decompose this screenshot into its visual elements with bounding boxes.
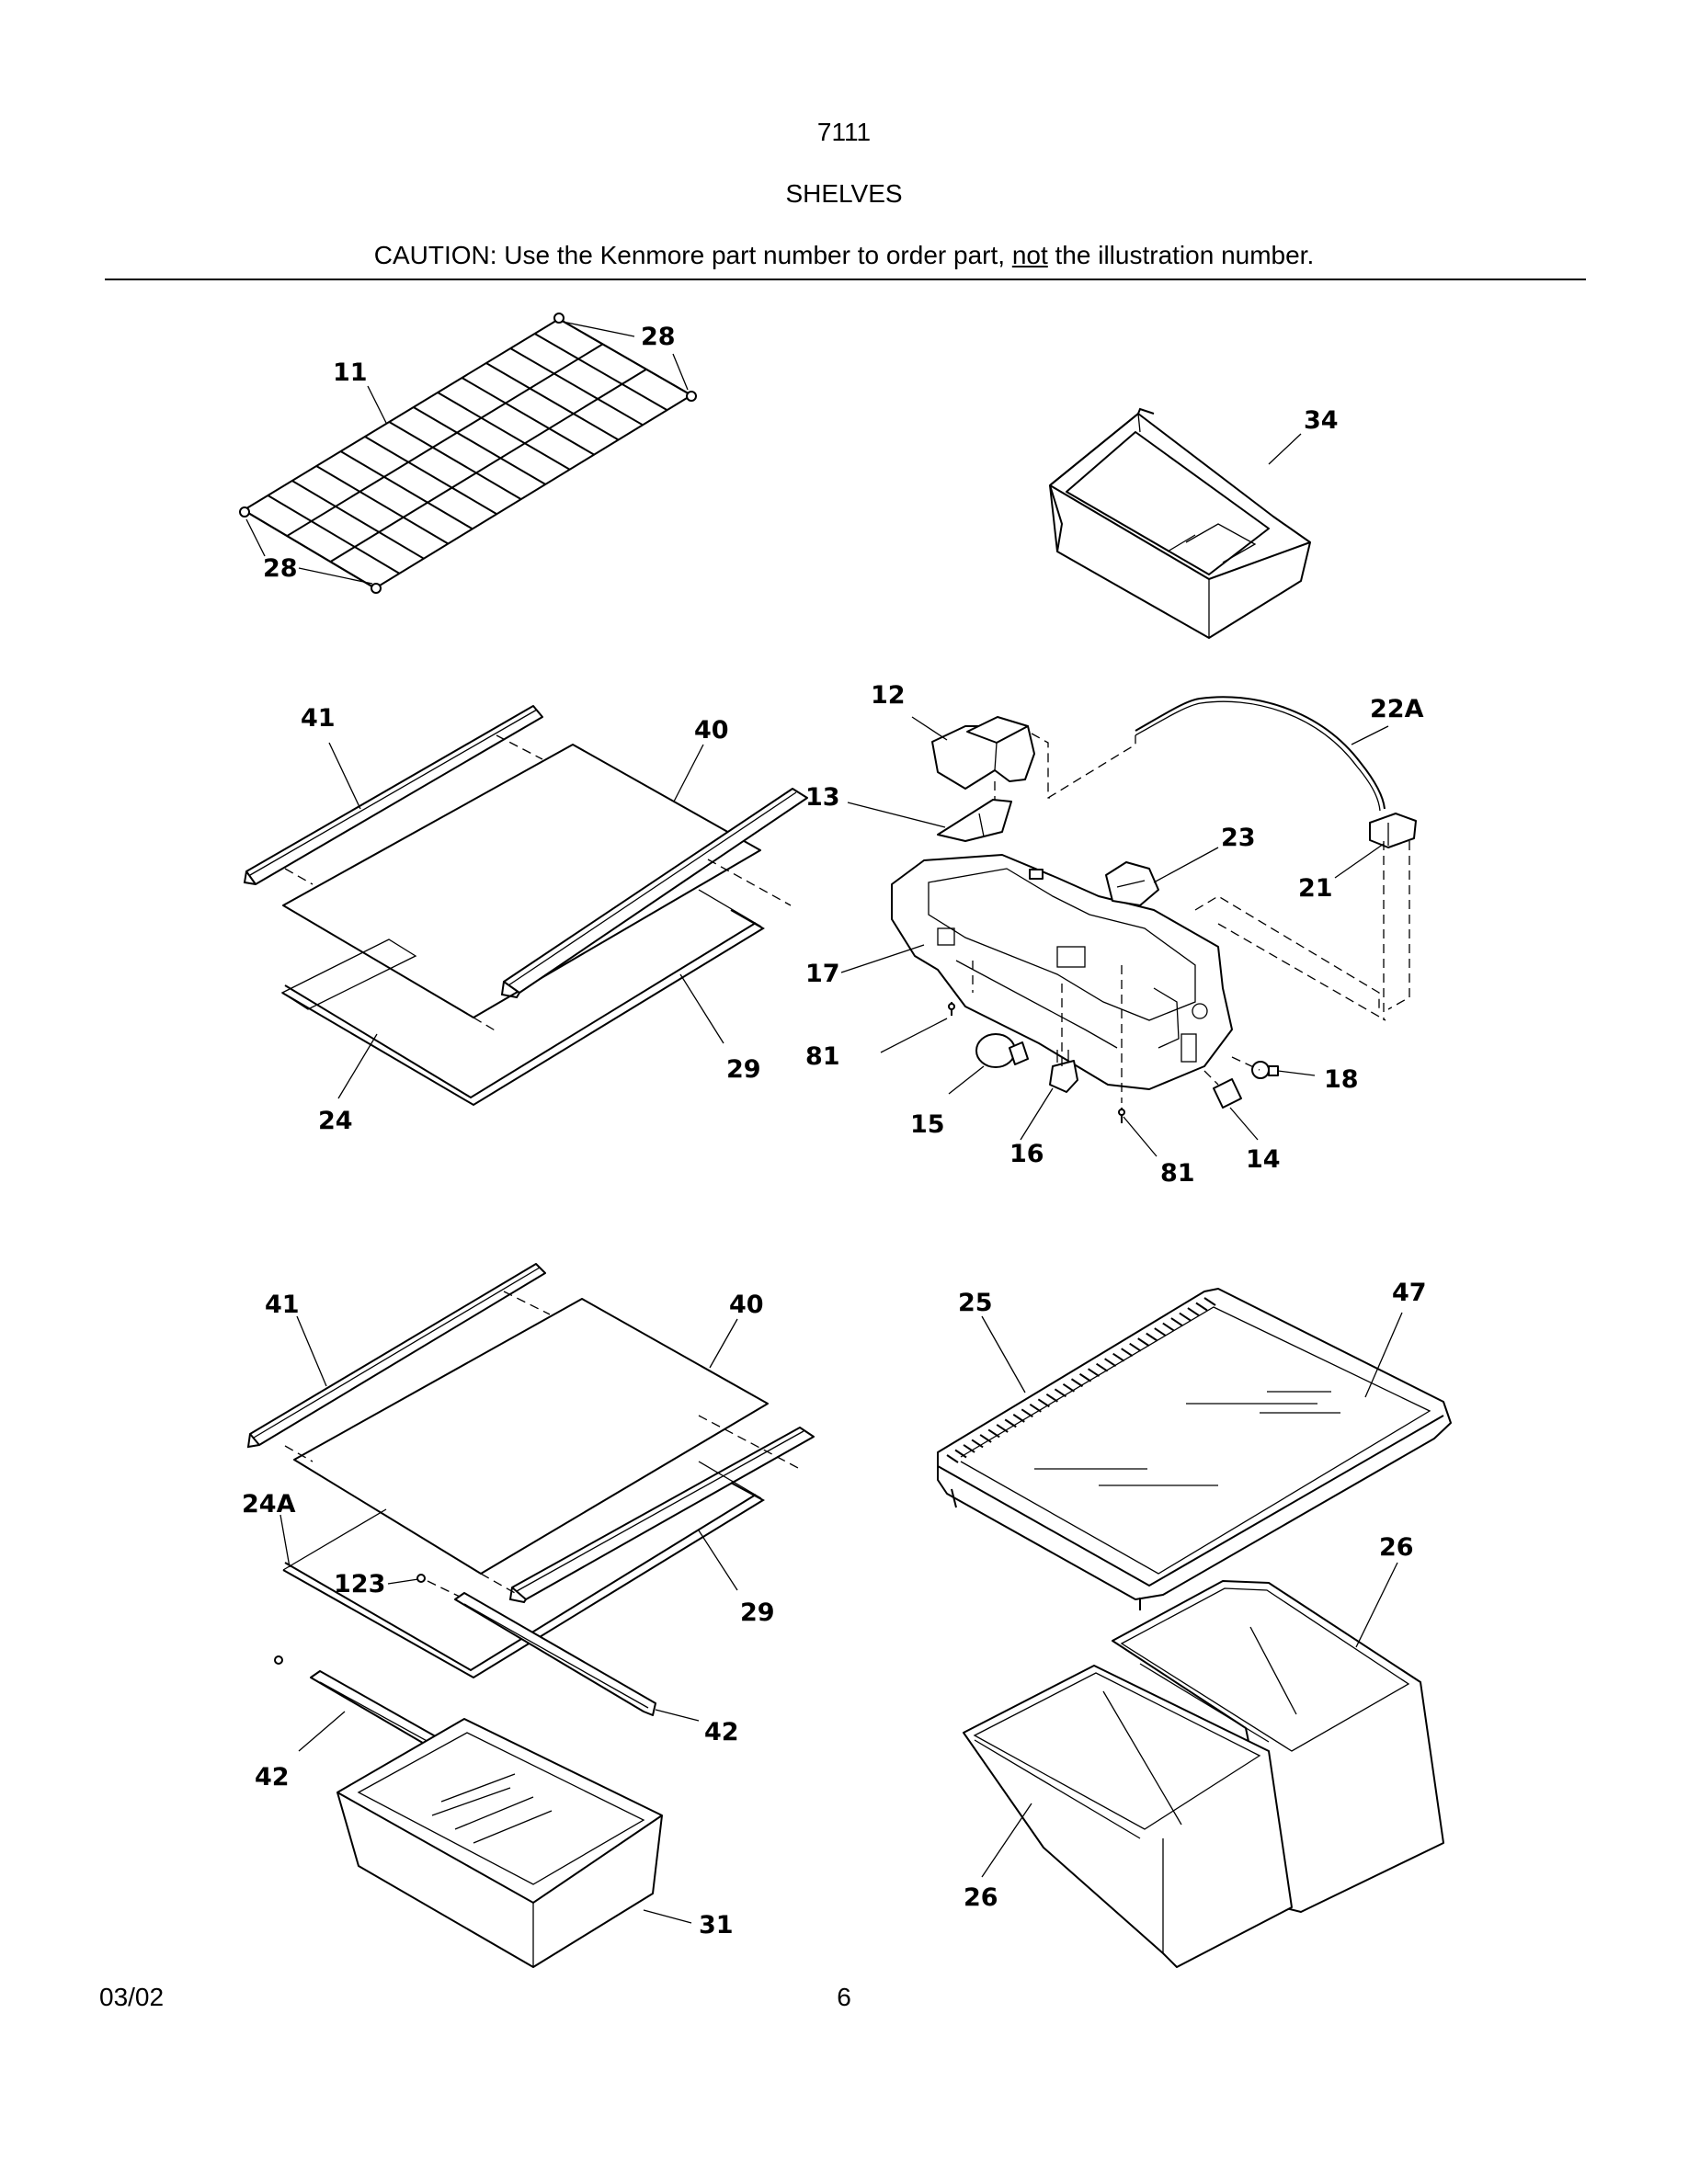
callout-22a: 22A xyxy=(1370,695,1424,723)
callout-14: 14 xyxy=(1246,1145,1281,1174)
crisper-cover-drawing xyxy=(937,1288,1452,1610)
vent-slot xyxy=(1096,1362,1109,1372)
callout-42-left: 42 xyxy=(255,1763,290,1792)
callout-40-upper: 40 xyxy=(694,716,729,745)
callout-41-upper: 41 xyxy=(301,704,336,733)
callout-40-lower: 40 xyxy=(729,1291,764,1319)
callout-17: 17 xyxy=(805,960,840,988)
callout-16: 16 xyxy=(1009,1140,1044,1168)
callout-21: 21 xyxy=(1298,874,1333,903)
vent-slot xyxy=(1054,1388,1066,1398)
vent-slot xyxy=(1012,1414,1025,1423)
callout-13: 13 xyxy=(805,783,840,812)
callout-81-left: 81 xyxy=(805,1042,840,1071)
caution-suffix: the illustration number. xyxy=(1047,241,1315,269)
vent-slot xyxy=(963,1444,975,1453)
vent-slot xyxy=(1021,1408,1033,1418)
header-divider xyxy=(105,279,1586,280)
wire-shelf-drawing xyxy=(239,313,697,594)
caution-emphasis: not xyxy=(1011,241,1048,269)
shelf-rod xyxy=(243,509,376,589)
callout-26-left: 26 xyxy=(964,1883,998,1912)
vent-slot xyxy=(1037,1398,1050,1408)
callout-31: 31 xyxy=(699,1911,734,1939)
callout-15: 15 xyxy=(910,1110,945,1139)
shelf-rod xyxy=(340,450,473,530)
callout-41-lower: 41 xyxy=(265,1291,300,1319)
vent-slot xyxy=(1170,1317,1183,1326)
vent-slot xyxy=(1029,1404,1042,1413)
vent-slot xyxy=(979,1434,992,1443)
light-control-assembly xyxy=(891,696,1417,1123)
callout-42-right: 42 xyxy=(704,1718,739,1746)
callout-leaders xyxy=(245,321,1403,1924)
vent-slot xyxy=(1162,1322,1175,1332)
vent-slot xyxy=(1179,1312,1192,1322)
shelf-rod xyxy=(413,406,546,485)
vent-slot xyxy=(1070,1378,1084,1388)
vent-slot xyxy=(1187,1307,1200,1316)
footer-date: 03/02 xyxy=(99,1983,165,2011)
callout-81-right: 81 xyxy=(1160,1159,1195,1188)
callout-29-upper: 29 xyxy=(726,1055,761,1084)
shelf-rod xyxy=(558,318,692,396)
callout-11: 11 xyxy=(333,358,368,387)
vent-slot xyxy=(1154,1327,1167,1337)
callout-18: 18 xyxy=(1324,1065,1359,1094)
vent-slot xyxy=(1121,1348,1134,1357)
caution-prefix: CAUTION: Use the Kenmore part number to … xyxy=(373,241,1012,269)
model-number: 7111 xyxy=(816,118,872,146)
callout-34: 34 xyxy=(1304,406,1339,435)
callout-labels: 11 28 28 34 41 40 29 24 12 22A 13 23 21 … xyxy=(242,323,1427,1939)
callout-28-top: 28 xyxy=(641,323,676,351)
glass-shelf-set-lower xyxy=(246,1263,815,1968)
shelf-support-wire xyxy=(329,368,647,563)
callout-23: 23 xyxy=(1221,824,1256,852)
vent-slot xyxy=(1104,1358,1117,1368)
shelf-rod xyxy=(461,377,595,456)
vent-slot xyxy=(1129,1342,1142,1352)
vent-slot xyxy=(946,1454,959,1463)
callout-25: 25 xyxy=(958,1289,993,1317)
page-number: 6 xyxy=(837,1983,851,2011)
shelf-rod xyxy=(364,436,497,516)
callout-26-right: 26 xyxy=(1379,1533,1414,1562)
shelf-support-wire xyxy=(286,343,604,537)
vent-slot xyxy=(954,1449,967,1459)
vent-slot xyxy=(1004,1418,1017,1428)
storage-pan-drawing xyxy=(1049,407,1311,639)
callout-24a: 24A xyxy=(242,1490,296,1519)
callout-24: 24 xyxy=(318,1107,353,1135)
shelf-rod xyxy=(437,392,571,471)
vent-slot xyxy=(1045,1393,1058,1403)
crisper-pans-drawing xyxy=(963,1580,1444,1968)
callout-28-bottom: 28 xyxy=(263,554,298,583)
section-title: SHELVES xyxy=(785,179,903,208)
shelf-rod xyxy=(534,333,668,412)
shelf-rod xyxy=(267,495,400,574)
vent-slot xyxy=(1137,1337,1150,1347)
callout-123: 123 xyxy=(334,1570,385,1598)
shelf-rod xyxy=(315,465,449,545)
glass-shelf-set-upper xyxy=(243,705,808,1107)
vent-slot xyxy=(1195,1302,1208,1312)
callout-29-lower: 29 xyxy=(740,1598,775,1627)
vent-slot xyxy=(1062,1382,1076,1393)
vent-slot xyxy=(1087,1368,1101,1378)
shelf-rod xyxy=(388,421,522,500)
vent-slot xyxy=(1146,1332,1158,1342)
shelf-rod xyxy=(509,347,644,427)
callout-12: 12 xyxy=(871,681,906,710)
vent-slot xyxy=(971,1439,984,1449)
vent-slot xyxy=(1112,1352,1125,1362)
shelf-rod xyxy=(485,362,620,441)
vent-slot xyxy=(987,1428,1000,1439)
callout-47: 47 xyxy=(1392,1279,1427,1307)
vent-slot xyxy=(1078,1372,1092,1382)
caution-note: CAUTION: Use the Kenmore part number to … xyxy=(0,241,1688,270)
vent-slot xyxy=(996,1424,1009,1433)
vent-slot xyxy=(1203,1297,1216,1306)
shelf-rod xyxy=(291,480,425,560)
